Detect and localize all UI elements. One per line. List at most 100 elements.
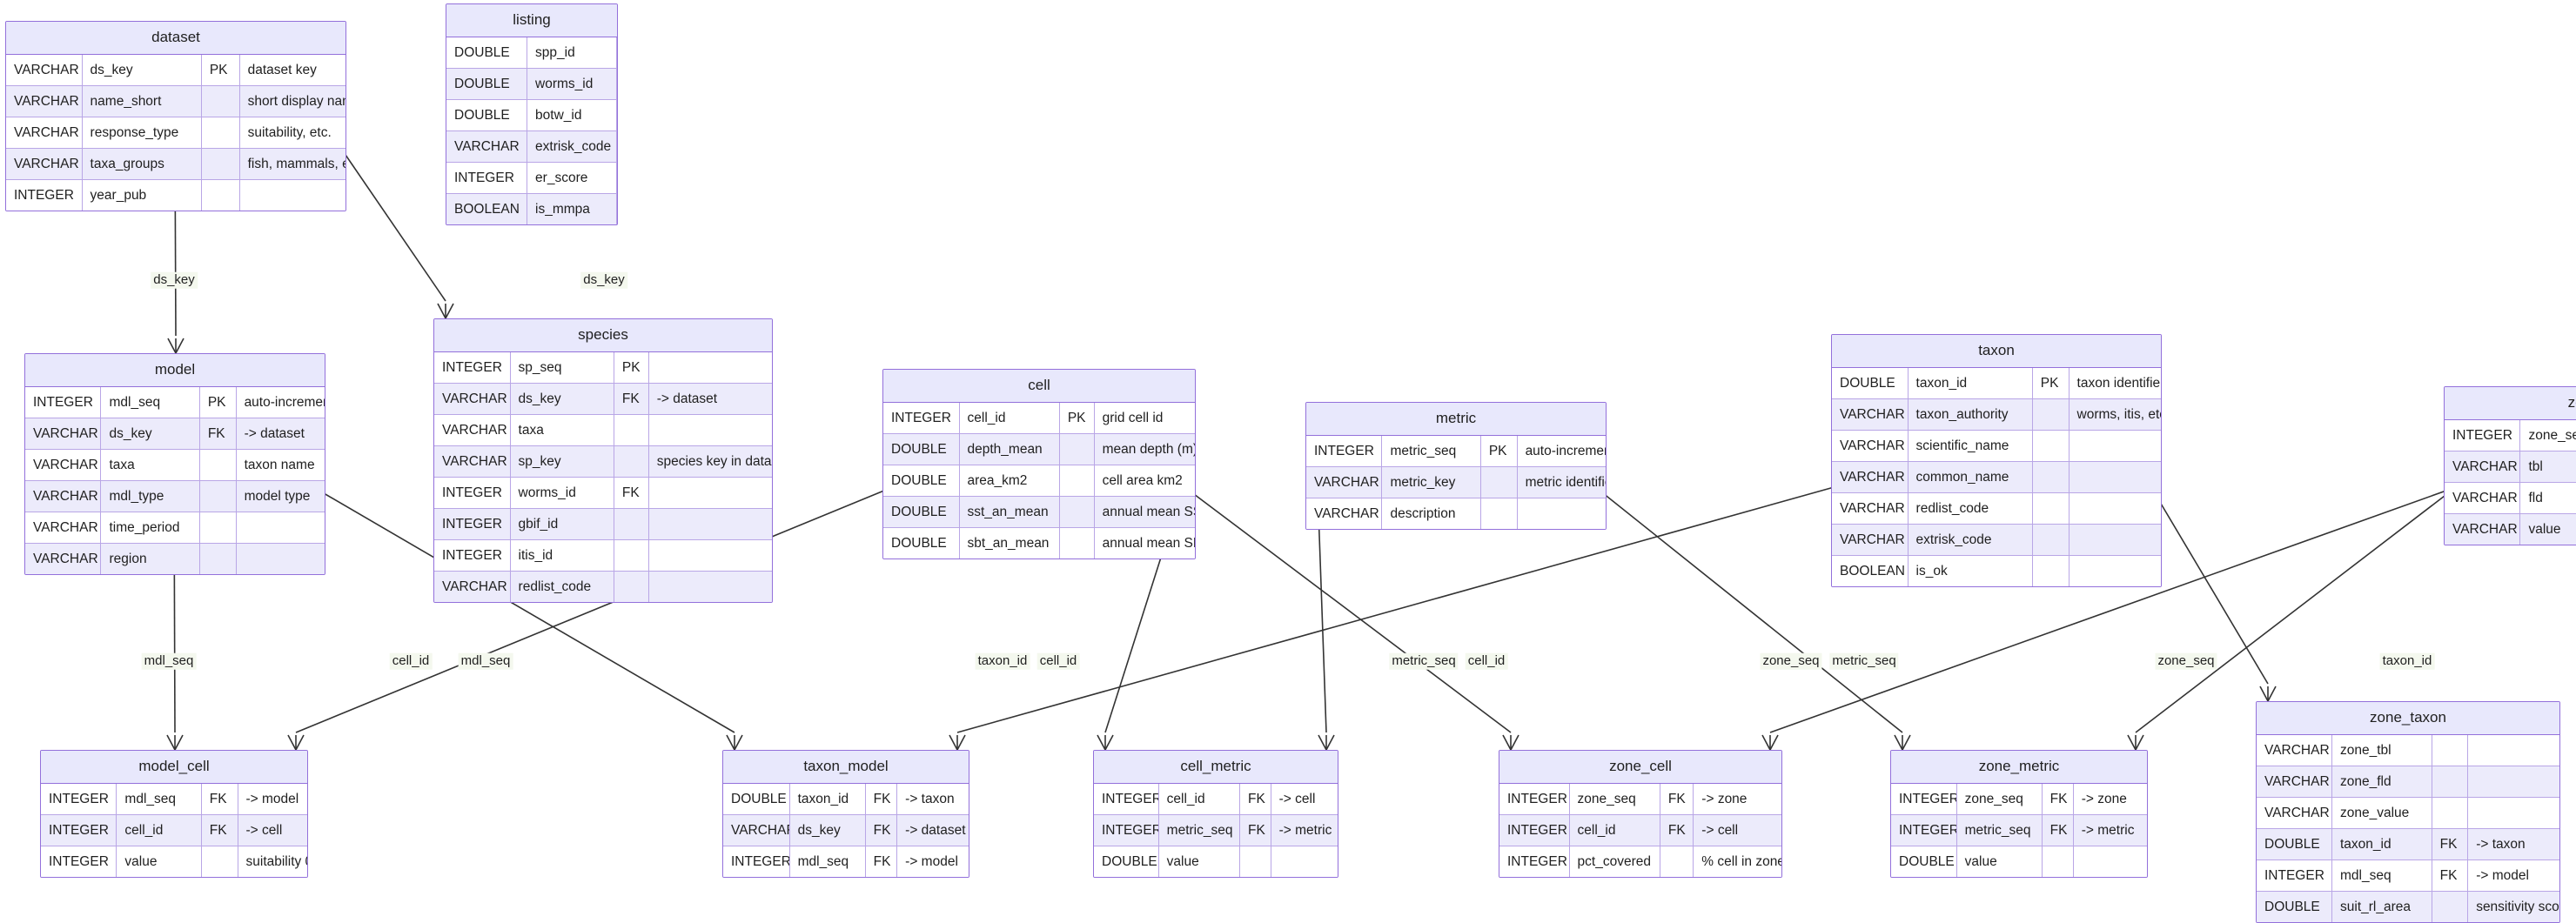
attribute-field: mdl_seq [101, 386, 200, 418]
attribute-key [202, 179, 240, 211]
attribute-type: INTEGER [41, 814, 117, 846]
edge-label: ds_key [151, 271, 198, 289]
attribute-comment [2070, 431, 2161, 461]
attribute-key [1060, 465, 1095, 496]
attribute-type: DOUBLE [883, 433, 960, 465]
attribute-field: spp_id [527, 37, 617, 68]
attribute-type: VARCHAR [1306, 498, 1383, 529]
attribute-type: DOUBLE [1094, 846, 1159, 877]
attribute-type: INTEGER [2257, 859, 2332, 891]
attribute-type: INTEGER [1306, 435, 1383, 466]
edge-label: taxon_id [975, 652, 1030, 670]
attribute-field: ds_key [511, 383, 614, 414]
attribute-type: INTEGER [41, 846, 117, 877]
attribute-key [1660, 846, 1694, 877]
attribute-type: VARCHAR [25, 512, 102, 543]
attribute-type: VARCHAR [25, 418, 102, 449]
attribute-key: FK [1240, 814, 1271, 846]
entity-title: zone_cell [1499, 751, 1781, 784]
attribute-field: cell_id [960, 402, 1060, 433]
attribute-field: mdl_seq [2332, 859, 2432, 891]
attribute-row: VARCHARvaluezone value [2445, 513, 2576, 545]
attribute-key: FK [866, 783, 898, 814]
attribute-field: is_mmpa [527, 193, 617, 224]
attribute-comment [2074, 846, 2147, 877]
edge-label: ds_key [580, 271, 627, 289]
attribute-key [1481, 466, 1518, 498]
attribute-type: VARCHAR [25, 480, 102, 512]
attribute-type: VARCHAR [6, 148, 83, 179]
attribute-field: sp_key [511, 445, 614, 477]
attribute-field: taxon_id [790, 783, 866, 814]
attribute-comment: sensitivity score [2476, 899, 2559, 914]
attribute-comment: fish, mammals, etc. [247, 156, 345, 171]
attribute-field: er_score [527, 162, 617, 193]
attribute-comment: suitability 0-100 [245, 853, 308, 869]
entity-title: zone [2445, 387, 2576, 420]
attribute-comment: -> dataset [656, 391, 718, 406]
attribute-comment: -> model [2476, 867, 2529, 883]
entity-title: zone_metric [1891, 751, 2147, 784]
attribute-field: ds_key [790, 814, 866, 846]
attribute-field: taxa [511, 414, 614, 445]
attribute-field: itis_id [511, 539, 614, 572]
edge-label: metric_seq [1829, 652, 1899, 670]
attribute-field: response_type [83, 117, 202, 148]
entity-zone[interactable]: zoneINTEGERzone_seqPKauto-incrementVARCH… [2444, 386, 2576, 545]
attribute-comment: short display name [247, 93, 345, 109]
entity-metric[interactable]: metricINTEGERmetric_seqPKauto-incrementV… [1305, 402, 1607, 530]
attribute-key [614, 508, 649, 539]
attribute-comment: auto-increment [1525, 443, 1606, 458]
attribute-field: fld [2520, 483, 2576, 513]
attribute-row: VARCHARfldsource field [2445, 482, 2576, 514]
entity-title: zone_taxon [2257, 702, 2559, 735]
attribute-field: name_short [83, 85, 202, 117]
attribute-key [1240, 846, 1271, 877]
attribute-type: VARCHAR [6, 117, 83, 148]
attribute-comment: -> zone [1701, 791, 1748, 806]
attribute-field: year_pub [83, 179, 202, 211]
attribute-comment [649, 540, 772, 571]
attribute-type: INTEGER [1891, 783, 1957, 814]
attribute-comment: -> cell [245, 822, 283, 838]
attribute-comment: -> dataset [244, 425, 305, 441]
attribute-key: FK [1660, 783, 1694, 814]
attribute-comment: -> taxon [2476, 836, 2526, 852]
attribute-type: INTEGER [25, 386, 102, 418]
attribute-type: VARCHAR [25, 449, 102, 480]
attribute-type: VARCHAR [723, 814, 790, 846]
edge-label: metric_seq [1389, 652, 1459, 670]
attribute-key [1060, 496, 1095, 527]
attribute-comment: grid cell id [1102, 410, 1164, 425]
entity-model[interactable]: modelINTEGERmdl_seqPKauto-incrementVARCH… [24, 353, 325, 575]
attribute-key [614, 414, 649, 445]
